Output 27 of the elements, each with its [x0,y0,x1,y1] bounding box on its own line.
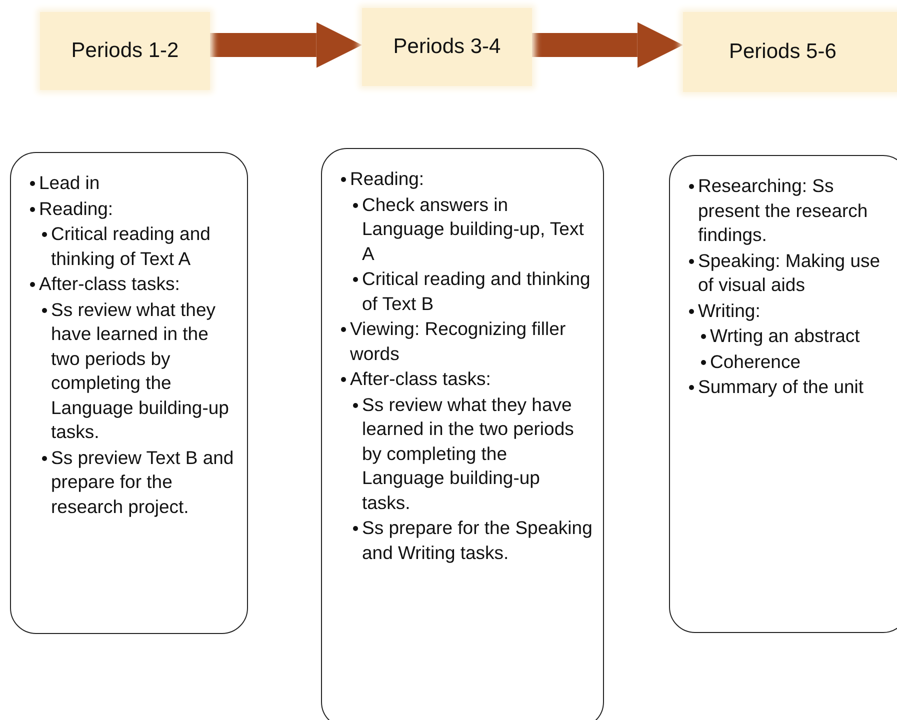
bullet-text: Ss review what they have learned in the two periods by completing the Language building-up tasks. [362,394,574,512]
bullet-text: Researching: Ss present the research findings. [698,175,868,245]
bullet-text: Critical reading and thinking of Text A [51,223,210,268]
period-header-box: Periods 3-4 [362,8,532,86]
bullet-text: Check answers in Language building-up, Text A [362,194,584,264]
content-card [10,152,248,634]
bullet-text: Summary of the unit [698,376,864,397]
bullet-text: After-class tasks: [350,368,491,389]
period-header-box: Periods 1-2 [40,12,210,90]
content-card [669,155,897,633]
bullet-text: Ss preview Text B and prepare for the research project. [51,446,234,516]
bullet-text: Ss review what they have learned in the two periods by completing the Language building-up tasks. [51,298,229,442]
bullet-text: Reading: [39,198,114,218]
period-header-box: Periods 5-6 [683,12,897,92]
bullet-text: Writing: [698,300,760,320]
bullet-text: Critical reading and thinking of Text B [362,268,590,314]
bullet-text: Lead in [39,172,100,193]
bullet-text: Wrting an abstract [710,325,860,346]
bullet-text: Ss prepare for the Speaking and Writing tasks. [362,517,592,562]
bullet-text: Reading: [350,168,424,189]
bullet-text: Coherence [710,350,801,372]
bullet-text: Viewing: Recognizing filler words [350,318,566,364]
content-card [321,148,604,720]
bullet-text: Speaking: Making use of visual aids [698,250,880,295]
arrow [532,22,683,68]
arrow [210,22,362,68]
bullet-text: After-class tasks: [39,273,180,294]
